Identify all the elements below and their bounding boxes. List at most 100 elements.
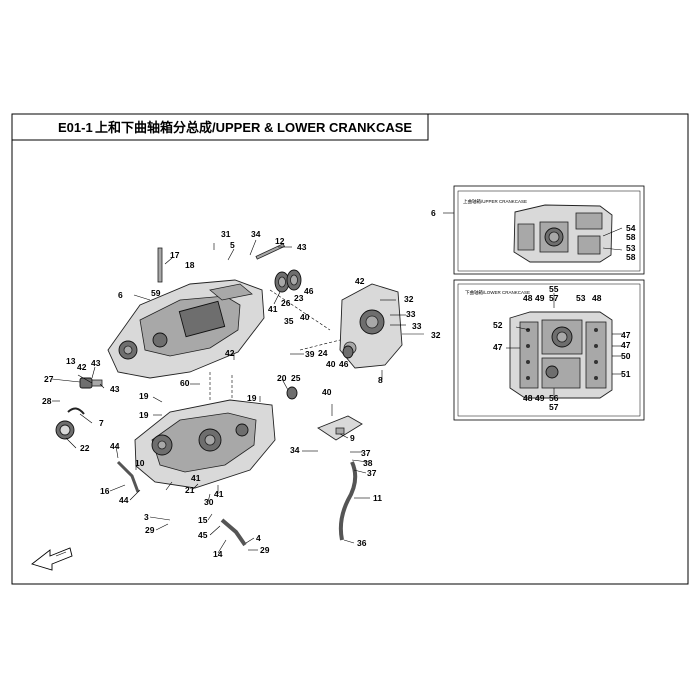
upper-inset-caption: 上曲轴箱/UPPER CRANKCASE: [463, 198, 527, 205]
callout-43: 43: [297, 242, 307, 252]
callout-37: 37: [367, 468, 377, 478]
callout-51: 51: [621, 369, 631, 379]
callout-41: 41: [214, 489, 224, 499]
callout-19: 19: [247, 393, 257, 403]
callout-4: 4: [256, 533, 261, 543]
callout-7: 7: [99, 418, 104, 428]
callout-40: 40: [322, 387, 332, 397]
callout-39: 39: [305, 349, 315, 359]
front-direction-arrow: [31, 547, 73, 571]
callout-29: 29: [260, 545, 270, 555]
callout-50: 50: [621, 351, 631, 361]
callout-48: 48: [523, 293, 533, 303]
diagram-code: E01-1: [58, 120, 93, 135]
callout-15: 15: [198, 515, 208, 525]
callout-18: 18: [185, 260, 195, 270]
callout-40: 40: [300, 312, 310, 322]
callout-37: 37: [361, 448, 371, 458]
upper-crankcase-inset: 上曲轴箱/UPPER CRANKCASE: [453, 185, 645, 275]
sensor-part: [79, 377, 103, 389]
callout-24: 24: [318, 348, 328, 358]
lower-crankcase-inset: 下曲轴箱/LOWER CRANKCASE: [453, 279, 645, 421]
callout-23: 23: [294, 293, 304, 303]
callout-19: 19: [139, 391, 149, 401]
callout-31: 31: [221, 229, 231, 239]
callout-6: 6: [118, 290, 123, 300]
callout-44: 44: [110, 441, 120, 451]
callout-47: 47: [621, 330, 631, 340]
callout-45: 45: [198, 530, 208, 540]
callout-33: 33: [406, 309, 416, 319]
callout-59: 59: [151, 288, 161, 298]
callout-21: 21: [185, 485, 195, 495]
oil-seals: [55, 269, 354, 440]
callout-53: 53: [576, 293, 586, 303]
callout-46: 46: [339, 359, 349, 369]
callout-19: 19: [139, 410, 149, 420]
callout-56: 56: [549, 393, 559, 403]
callout-42: 42: [225, 348, 235, 358]
callout-44: 44: [119, 495, 129, 505]
callout-58: 58: [626, 232, 636, 242]
callout-9: 9: [350, 433, 355, 443]
callout-26: 26: [281, 298, 291, 308]
lower-inset-caption: 下曲轴箱/LOWER CRANKCASE: [465, 289, 530, 296]
callout-46: 46: [304, 286, 314, 296]
callout-8: 8: [378, 375, 383, 385]
bottom-pipe-part: [220, 518, 247, 547]
callout-27: 27: [44, 374, 54, 384]
alignment-lines: [209, 289, 341, 400]
oil-strainer-part: [317, 415, 363, 441]
callout-20: 20: [277, 373, 287, 383]
callout-57: 57: [549, 293, 559, 303]
callout-17: 17: [170, 250, 180, 260]
lower-crankcase-thumbnail: [509, 311, 613, 399]
callout-14: 14: [213, 549, 223, 559]
callout-38: 38: [363, 458, 373, 468]
callout-40: 40: [326, 359, 336, 369]
callout-29: 29: [145, 525, 155, 535]
callout-49: 49: [535, 393, 545, 403]
callout-47: 47: [493, 342, 503, 352]
callout-41: 41: [191, 473, 201, 483]
callout-49: 49: [535, 293, 545, 303]
callout-28: 28: [42, 396, 52, 406]
callout-48: 48: [523, 393, 533, 403]
callout-5: 5: [230, 240, 235, 250]
callout-55: 55: [549, 284, 559, 294]
callout-32: 32: [431, 330, 441, 340]
callout-43: 43: [91, 358, 101, 368]
callout-6-upper-inset: 6: [431, 208, 436, 218]
clip-part: [67, 407, 85, 415]
callout-47: 47: [621, 340, 631, 350]
callout-41: 41: [268, 304, 278, 314]
callout-34: 34: [251, 229, 261, 239]
callout-22: 22: [80, 443, 90, 453]
callout-12: 12: [275, 236, 285, 246]
callout-42: 42: [355, 276, 365, 286]
long-bolt-part: [255, 243, 285, 260]
callout-36: 36: [357, 538, 367, 548]
callout-58: 58: [626, 252, 636, 262]
callout-11: 11: [373, 493, 382, 503]
stud-part: [157, 247, 163, 283]
callout-13: 13: [66, 356, 76, 366]
callout-57: 57: [549, 402, 559, 412]
side-cover-part: [339, 283, 403, 369]
callout-52: 52: [493, 320, 503, 330]
diagram-title: 上和下曲轴箱分总成/UPPER & LOWER CRANKCASE: [95, 120, 412, 135]
callout-33: 33: [412, 321, 422, 331]
lower-crankcase-part: [134, 399, 276, 489]
callout-53: 53: [626, 243, 636, 253]
bypass-pipe-part: [116, 460, 140, 493]
callout-48: 48: [592, 293, 602, 303]
callout-16: 16: [100, 486, 110, 496]
callout-42: 42: [77, 362, 87, 372]
upper-crankcase-part: [107, 279, 265, 379]
callout-60: 60: [180, 378, 190, 388]
callout-30: 30: [204, 497, 214, 507]
callout-3: 3: [144, 512, 149, 522]
callout-34: 34: [290, 445, 300, 455]
callout-labels: 6 5 4 58 53 58 55 57 48 49 53 48 52 47 47…: [42, 208, 636, 559]
